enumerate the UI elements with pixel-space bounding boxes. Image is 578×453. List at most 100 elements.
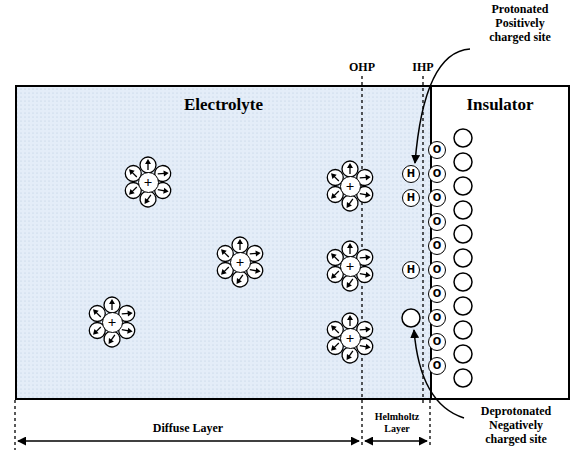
atom-symbol: O [433,169,442,179]
water-molecule [140,157,156,173]
dipole-arrowhead [127,167,135,175]
insulator-region: InsulatorOOOOOOOOOO [430,85,570,400]
charge-sign: + [108,315,117,330]
dipole-arrow [147,195,151,201]
cation-circle: + [340,256,361,277]
dipole-arrow [250,253,257,255]
oxygen-atom: O [428,285,446,303]
dipole-arrowhead [329,193,337,201]
insulator-atom [454,225,472,243]
dipole-arrowhead [219,269,227,277]
extent-guide [429,400,430,448]
dipole-arrowhead [329,323,337,331]
insulator-bulk [454,129,472,387]
diffuse-extent-arrow [18,440,359,442]
water-molecule [342,241,358,257]
cation-circle: + [138,172,159,193]
dipole-arrow [239,243,240,250]
dipole-arrowhead [344,354,352,362]
insulator-atom [454,201,472,219]
insulator-atom [454,369,472,387]
hydrogen-atom: H [402,165,420,183]
oxygen-atom: O [428,213,446,231]
dipole-arrow [360,257,367,259]
atom-symbol: O [433,265,442,275]
region-heading: Insulator [432,95,568,115]
water-molecule [232,237,248,253]
dipole-arrow [349,167,350,174]
dipole-arrow [334,256,339,261]
atom-symbol: O [433,145,442,155]
dipole-arrow [224,252,229,257]
insulator-fill [430,85,570,400]
dipole-arrowhead [365,174,371,180]
charge-sign: + [346,179,355,194]
dipole-arrowhead [255,268,261,275]
atom-symbol: O [433,337,442,347]
dipole-arrowhead [329,251,337,259]
oxygen-atom: O [428,237,446,255]
dipole-arrow [334,343,339,348]
dipole-arrowhead [106,338,114,346]
atom-symbol: H [407,169,415,179]
dipole-arrow [360,194,367,195]
water-dipole [104,297,120,313]
dipole-arrow [122,330,129,331]
insulator-atom [454,177,472,195]
cation-circle: + [102,312,123,333]
dipole-arrowhead [234,278,242,286]
dipole-arrow [334,271,339,276]
plane-label: IHP [403,60,443,74]
callout-text: Deprotonated Negatively charged site [470,404,562,446]
dipole-arrowhead [344,282,352,290]
water-molecule [104,297,120,313]
layer-label: Diffuse Layer [88,421,288,435]
dipole-arrow [360,329,367,331]
dipole-arrow [111,303,112,310]
dipole-arrow [360,346,367,347]
dipole-arrowhead [365,272,371,279]
hydrogen-atom: H [402,189,420,207]
atom-symbol: O [433,217,442,227]
oxygen-atom: O [428,333,446,351]
dipole-arrow [334,176,339,181]
dipole-arrowhead [365,326,371,332]
dipole-arrow [111,335,115,341]
atom-symbol: O [433,241,442,251]
electrolyte-fill [15,85,430,400]
electrolyte-region: Electrolyte++++++HHH [15,85,432,400]
cation-circle: + [340,328,361,349]
insulator-atom [454,321,472,339]
charge-sign: + [236,255,245,270]
dipole-arrowhead [91,307,99,315]
water-dipole [342,313,358,329]
ihp-plane [422,76,423,404]
dipole-arrow [349,199,353,205]
dipole-arrowhead [163,188,169,195]
dipole-arrow [334,191,339,196]
dipole-arrowhead [219,247,227,255]
water-dipole [232,237,248,253]
dipole-arrow [224,267,229,272]
water-dipole [140,157,156,173]
cation-circle: + [230,252,251,273]
oxygen-atom: O [428,261,446,279]
dipole-arrow [239,275,243,281]
dipole-arrow [349,247,350,254]
dipole-arrowhead [347,315,353,320]
charge-sign: + [346,331,355,346]
water-dipole [342,241,358,257]
dipole-arrowhead [91,329,99,337]
dipole-arrow [132,187,137,192]
dipole-arrow [96,312,101,317]
dipole-arrow [96,327,101,332]
dipole-arrowhead [329,345,337,353]
dipole-arrowhead [329,171,337,179]
dipole-arrow [349,279,353,285]
dipole-arrow [349,351,353,357]
dipole-arrowhead [163,170,169,176]
dipole-arrowhead [142,198,150,206]
